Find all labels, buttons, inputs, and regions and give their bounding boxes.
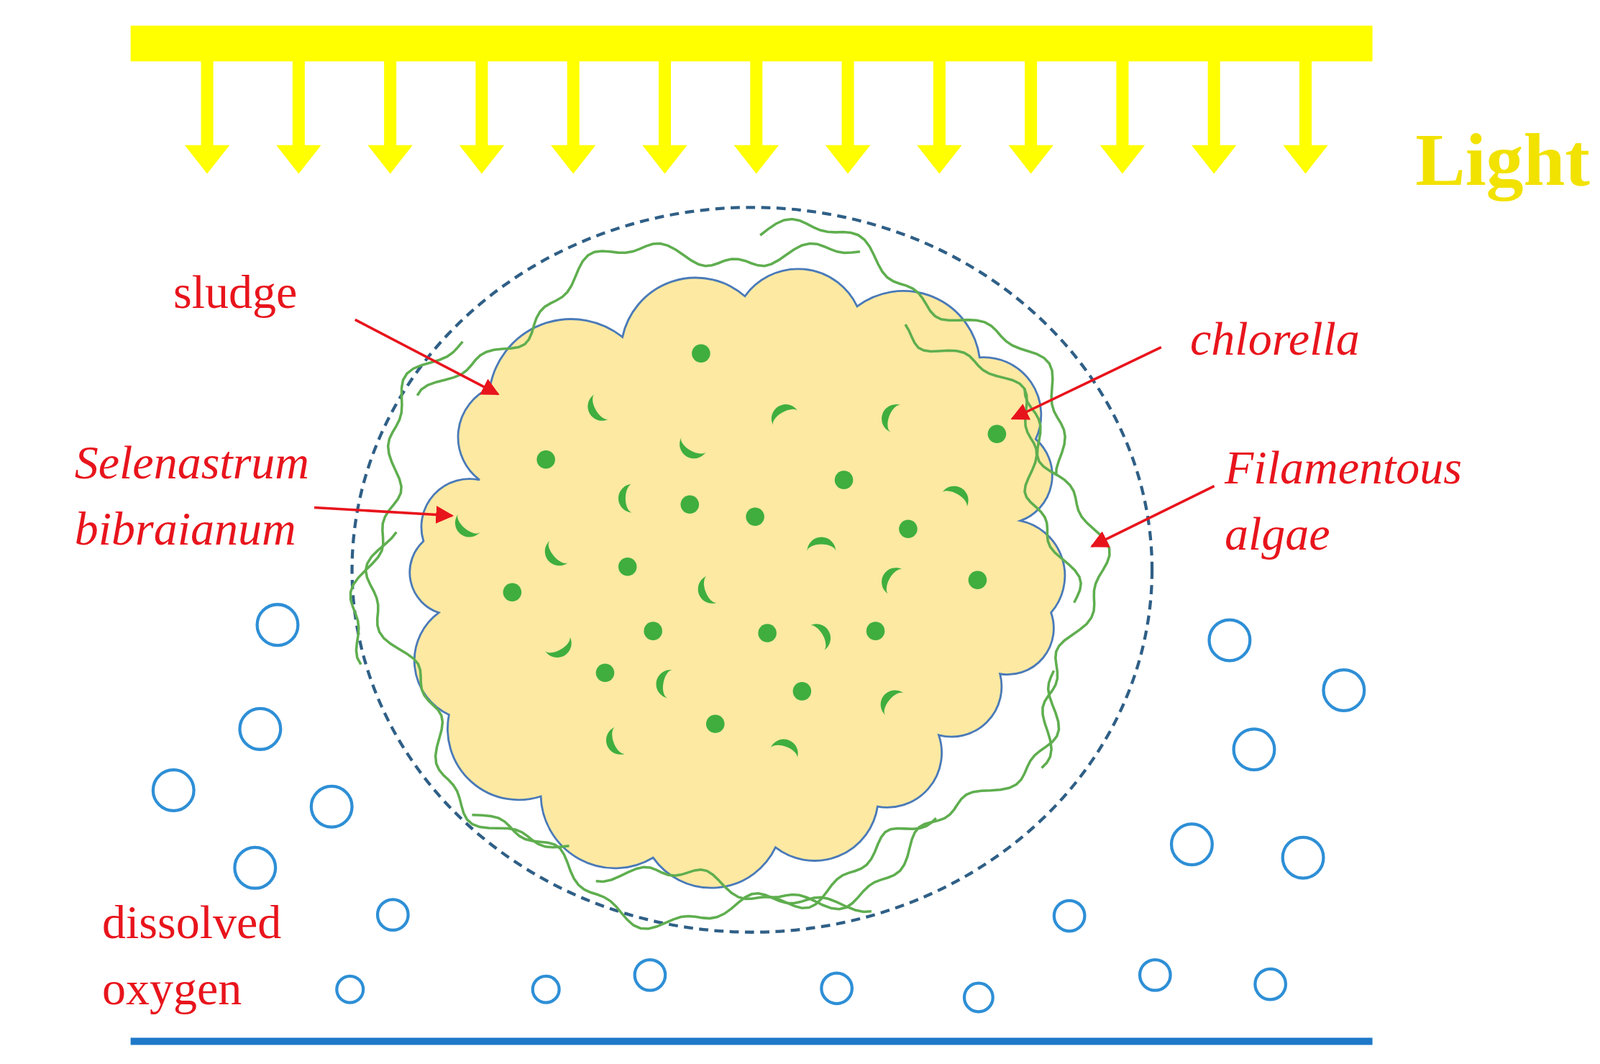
selenastrum-cell — [601, 726, 625, 758]
selenastrum-cell — [876, 562, 904, 594]
selenastrum-cell — [582, 394, 610, 426]
light-arrow — [550, 59, 596, 175]
light-arrow — [276, 59, 321, 175]
light-arrow — [825, 59, 871, 175]
chlorella-cell — [643, 621, 663, 640]
oxygen-bubble — [964, 983, 994, 1012]
oxygen-bubble — [336, 975, 364, 1003]
light-arrow — [1282, 59, 1328, 175]
filament — [471, 814, 871, 929]
leader-arrow — [1012, 347, 1162, 419]
chlorella-cell — [898, 519, 918, 538]
oxygen-bubble — [821, 972, 853, 1004]
oxygen-bubble — [377, 898, 409, 930]
water-bottom — [130, 1037, 1373, 1045]
light-arrow — [1100, 59, 1145, 175]
selenastrum-cell — [765, 399, 798, 426]
oxygen-bubble — [1171, 823, 1213, 865]
leader-arrow — [314, 506, 453, 515]
light-arrow — [184, 59, 230, 175]
light-arrow — [642, 59, 687, 175]
light-label: Light — [1415, 115, 1590, 205]
filament — [1024, 388, 1110, 768]
oxygen-bubble — [532, 975, 560, 1003]
light-arrow — [916, 59, 962, 175]
filament — [760, 218, 1065, 476]
part-label: sludge — [173, 258, 297, 326]
light-arrow — [459, 59, 505, 175]
oxygen-bubbles — [153, 604, 1365, 1012]
selenastrum-cell — [539, 540, 569, 571]
selenastrum-cell — [806, 537, 836, 552]
filament — [596, 817, 937, 908]
floc-boundary — [352, 207, 1153, 932]
selenastrum-cell — [874, 683, 904, 715]
light-bar — [130, 25, 1373, 62]
selenastrum-cell — [618, 483, 633, 513]
selenastrum-cell — [877, 400, 901, 433]
filament — [350, 341, 464, 665]
part-label: Filamentous algae — [1224, 434, 1462, 568]
oxygen-bubble — [634, 959, 666, 991]
oxygen-bubble — [1254, 968, 1286, 1000]
selenastrum-cell — [942, 480, 974, 507]
light-arrow — [367, 59, 413, 175]
chlorella-cell — [866, 621, 886, 640]
selenastrum-cell — [770, 734, 802, 758]
oxygen-bubble — [239, 708, 281, 750]
chlorella-cell — [757, 623, 777, 643]
algae-cells — [449, 343, 1007, 758]
selenastrum-cell — [693, 575, 717, 607]
chlorella-cell — [968, 570, 988, 589]
light-arrow — [1008, 59, 1053, 175]
oxygen-bubble — [1209, 619, 1251, 661]
light-arrows — [184, 59, 1329, 175]
part-label: dissolved oxygen — [102, 888, 282, 1022]
chlorella-cell — [745, 506, 765, 526]
chlorella-cell — [834, 470, 854, 489]
filamentous-algae — [350, 218, 1110, 928]
leader-arrows — [314, 319, 1215, 546]
oxygen-bubble — [1323, 669, 1365, 711]
filament — [366, 532, 570, 848]
chlorella-cell — [691, 343, 711, 363]
selenastrum-cell — [674, 437, 707, 464]
chlorella-cell — [503, 582, 523, 602]
filament — [765, 670, 1059, 909]
chlorella-cell — [618, 557, 638, 576]
chlorella-cell — [706, 714, 725, 734]
part-label: Selenastrum bibraianum — [74, 429, 310, 563]
light-arrow — [1191, 59, 1237, 175]
selenastrum-cell — [808, 618, 836, 651]
chlorella-cell — [988, 424, 1007, 444]
selenastrum-cell — [653, 667, 673, 699]
selenastrum-cell — [449, 513, 481, 543]
oxygen-bubble — [311, 785, 353, 827]
oxygen-bubble — [234, 847, 276, 889]
chlorella-cell — [793, 681, 812, 701]
oxygen-bubble — [153, 769, 195, 811]
chlorella-cell — [596, 663, 615, 683]
filament — [417, 243, 861, 395]
selenastrum-cell — [545, 635, 577, 663]
leader-arrow — [1091, 486, 1214, 547]
chlorella-cell — [680, 494, 699, 514]
chlorella-cell — [536, 450, 556, 469]
oxygen-bubble — [1054, 900, 1086, 932]
oxygen-bubble — [1282, 837, 1324, 879]
light-arrow — [734, 59, 779, 175]
part-label: chlorella — [1190, 305, 1360, 372]
oxygen-bubble — [1139, 959, 1171, 991]
oxygen-bubble — [257, 604, 299, 646]
leader-arrow — [355, 319, 499, 395]
filament — [905, 324, 1081, 603]
oxygen-bubble — [1233, 728, 1275, 770]
